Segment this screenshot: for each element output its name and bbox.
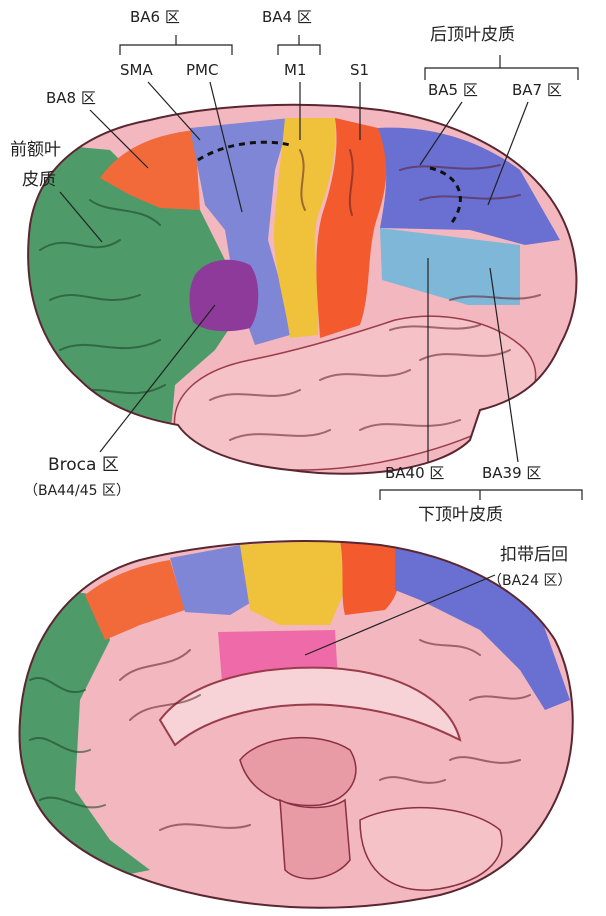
region-s1 (316, 118, 388, 338)
region-ba39-40 (380, 228, 520, 305)
label-cingulate-ba: （BA24 区） (488, 573, 571, 589)
label-pmc: PMC (186, 61, 218, 79)
brainstem (279, 798, 351, 880)
label-sma: SMA (120, 61, 153, 79)
label-ba8: BA8 区 (46, 89, 96, 107)
medial-region-premotor (170, 545, 255, 615)
region-superior-parietal (378, 127, 560, 245)
label-ba4: BA4 区 (262, 8, 312, 26)
lateral-brain (28, 104, 577, 474)
label-ba6: BA6 区 (130, 8, 180, 26)
leader-sma (147, 81, 201, 141)
medial-region-parietal (395, 548, 570, 710)
leader-cingulate (304, 574, 496, 656)
bracket-ba6 (119, 35, 233, 55)
leader-pmc (209, 81, 243, 213)
label-ba39: BA39 区 (482, 464, 541, 482)
label-m1: M1 (284, 61, 307, 79)
label-broca: Broca 区 (48, 455, 119, 475)
label-ba40: BA40 区 (385, 464, 444, 482)
label-s1: S1 (350, 61, 369, 79)
medial-outline (18, 540, 574, 909)
label-cingulate: 扣带后回 (500, 545, 568, 565)
label-posterior-parietal: 后顶叶皮质 (430, 25, 515, 45)
label-prefrontal-2: 皮质 (22, 170, 56, 190)
leader-prefrontal (59, 191, 103, 243)
bracket-ba4 (277, 35, 321, 55)
label-inferior-parietal: 下顶叶皮质 (418, 505, 503, 525)
cerebellum (359, 806, 503, 891)
sma-dashed-boundary (197, 140, 291, 162)
leader-broca (99, 304, 216, 453)
label-broca-ba: （BA44/45 区） (24, 483, 130, 499)
bracket-inferior-parietal (379, 489, 583, 500)
leader-ba7 (487, 101, 529, 206)
medial-region-m1 (240, 540, 345, 625)
corpus-callosum (158, 666, 462, 747)
bracket-posterior-parietal (424, 55, 579, 80)
label-ba7: BA7 区 (512, 81, 562, 99)
thalamus (239, 736, 357, 807)
region-m1 (273, 118, 336, 338)
region-premotor (190, 118, 290, 345)
parietal-dashed-boundary (429, 166, 462, 226)
medial-region-ba8 (85, 560, 185, 640)
lateral-outline (27, 103, 578, 475)
leader-ba39 (489, 267, 519, 463)
leader-ba8 (89, 109, 149, 169)
leader-ba5 (419, 101, 463, 166)
region-broca (189, 259, 259, 332)
region-ba8 (100, 130, 200, 210)
medial-region-s1 (340, 540, 401, 615)
label-prefrontal-1: 前额叶 (10, 140, 61, 160)
label-ba5: BA5 区 (428, 81, 478, 99)
